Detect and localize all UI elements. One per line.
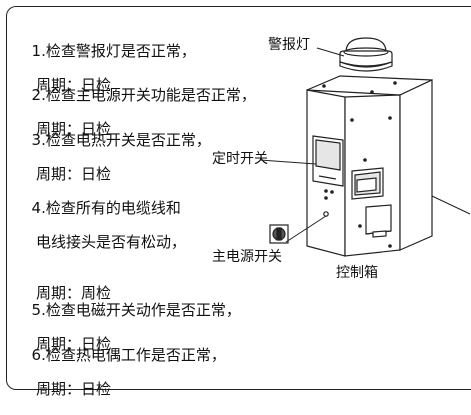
timer-switch-label: 定时开关 [212, 151, 268, 167]
checklist-item-3: 3.检查电热开关是否正常， 周期：日检 [22, 115, 211, 200]
checklist-item-1: 1.检查警报灯是否正常， 周期：日检 [22, 26, 196, 111]
item-2-text: 2.检查主电源开关功能是否正常， [31, 86, 256, 104]
item-4-text-line2: 电线接头是否有松动， [36, 233, 187, 251]
item-1-text: 1.检查警报灯是否正常， [31, 42, 196, 60]
item-3-text: 3.检查电热开关是否正常， [31, 131, 211, 149]
item-2-period: 周期：日检 [36, 120, 112, 138]
alarm-light-icon [339, 37, 393, 72]
item-3-period: 周期：日检 [36, 165, 112, 183]
checklist-item-4: 4.检查所有的电缆线和 电线接头是否有松动， 周期：周检 [22, 183, 186, 319]
item-4-text: 4.检查所有的电缆线和 [31, 199, 181, 217]
item-4-period: 周期：周检 [36, 284, 112, 302]
main-power-switch-icon [269, 224, 289, 244]
item-1-period: 周期：日检 [36, 76, 112, 94]
checklist-item-2: 2.检查主电源开关功能是否正常， 周期：日检 [22, 70, 256, 155]
alarm-light-label: 警报灯 [268, 37, 310, 53]
item-5-text: 5.检查电磁开关动作是否正常， [31, 301, 241, 319]
control-box-label: 控制箱 [336, 265, 378, 281]
main-power-switch-label: 主电源开关 [212, 249, 282, 265]
checklist-item-6: 6.检查热电偶工作是否正常， 周期：日检 [22, 330, 226, 415]
equipment-illustration [259, 37, 471, 257]
item-6-text: 6.检查热电偶工作是否正常， [31, 346, 226, 364]
diagram-frame [6, 6, 471, 390]
item-6-period: 周期：日检 [36, 380, 112, 398]
control-box-icon [306, 75, 433, 257]
checklist-item-5: 5.检查电磁开关动作是否正常， 周期：日检 [22, 285, 241, 370]
item-5-period: 周期：日检 [36, 335, 112, 353]
